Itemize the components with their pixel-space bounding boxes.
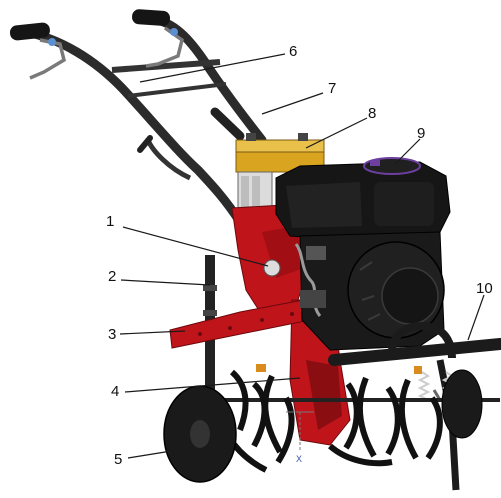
leader-line-6 (139, 53, 286, 83)
callout-3: 3 (108, 326, 116, 343)
axis-marker: X (286, 411, 314, 464)
callout-8: 8 (368, 105, 376, 122)
right-lever (145, 26, 184, 68)
leader-line-5 (127, 447, 191, 459)
leader-line-2 (120, 279, 211, 286)
callout-7: 7 (328, 80, 336, 97)
callout-10: 10 (476, 280, 493, 297)
callout-numbers: 1 2 3 4 5 6 7 8 9 10 (106, 43, 493, 468)
handlebar-assembly (9, 9, 267, 227)
callout-9: 9 (417, 125, 425, 142)
leader-lines (119, 53, 485, 459)
right-grip (132, 9, 171, 26)
frame-red (231, 203, 351, 446)
callout-1: 1 (106, 213, 114, 230)
leader-line-9 (394, 138, 421, 165)
leader-line-4 (124, 377, 301, 393)
left-grip (9, 22, 50, 41)
leader-line-8 (305, 117, 368, 149)
side-discs (163, 369, 483, 483)
leader-line-10 (467, 294, 485, 341)
leader-line-7 (261, 92, 324, 115)
axis-marker-label: X (296, 454, 302, 464)
leader-line-3 (119, 330, 186, 335)
callout-5: 5 (114, 451, 122, 468)
callout-4: 4 (111, 383, 119, 400)
left-lever (29, 38, 67, 80)
leader-line-1 (122, 226, 269, 267)
engine (275, 157, 451, 351)
right-disc (441, 369, 483, 439)
callout-2: 2 (108, 268, 116, 285)
callout-6: 6 (289, 43, 297, 60)
